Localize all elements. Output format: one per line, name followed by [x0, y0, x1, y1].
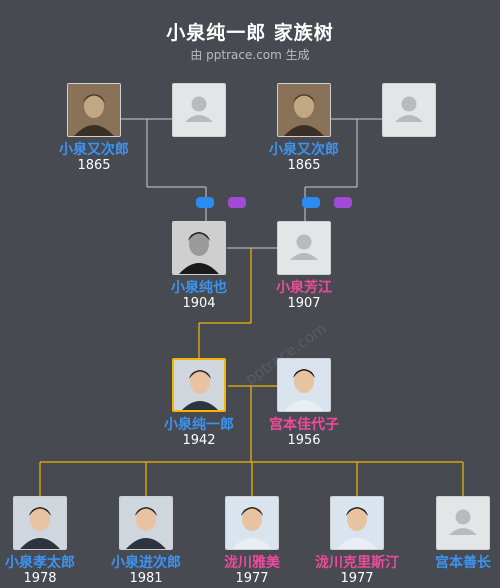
purple-toggle-badge[interactable] [228, 197, 246, 208]
person-birth-year: 1981 [129, 571, 163, 586]
person-name[interactable]: 小泉纯一郎 [164, 417, 234, 433]
page-subtitle: 由 pptrace.com 生成 [190, 48, 310, 62]
avatar-placeholder-icon[interactable] [382, 83, 436, 137]
avatar[interactable] [277, 83, 331, 137]
person-name[interactable]: 泷川雅美 [224, 555, 280, 571]
person-name[interactable]: 宫本佳代子 [269, 417, 339, 433]
avatar[interactable] [119, 496, 173, 550]
avatar[interactable] [172, 358, 226, 412]
blue-toggle-badge[interactable] [302, 197, 320, 208]
avatar-placeholder-icon[interactable] [436, 496, 490, 550]
avatar[interactable] [277, 358, 331, 412]
person-birth-year: 1942 [182, 433, 216, 448]
person-name[interactable]: 小泉芳江 [276, 280, 332, 296]
page-title: 小泉纯一郎 家族树 [166, 22, 334, 44]
person-name[interactable]: 小泉又次郎 [59, 142, 129, 158]
person-name[interactable]: 泷川克里斯汀 [315, 555, 399, 571]
person-birth-year: 1978 [23, 571, 57, 586]
person-name[interactable]: 小泉纯也 [171, 280, 227, 296]
person-birth-year: 1977 [340, 571, 374, 586]
avatar[interactable] [330, 496, 384, 550]
person-name[interactable]: 小泉进次郎 [111, 555, 181, 571]
person-birth-year: 1904 [182, 296, 216, 311]
person-birth-year: 1977 [235, 571, 269, 586]
avatar[interactable] [225, 496, 279, 550]
blue-toggle-badge[interactable] [196, 197, 214, 208]
person-birth-year: 1956 [287, 433, 321, 448]
avatar[interactable] [13, 496, 67, 550]
avatar[interactable] [67, 83, 121, 137]
person-birth-year: 1865 [77, 158, 111, 173]
person-name[interactable]: 宫本善长 [435, 555, 491, 571]
purple-toggle-badge[interactable] [334, 197, 352, 208]
person-birth-year: 1865 [287, 158, 321, 173]
person-name[interactable]: 小泉孝太郎 [5, 555, 75, 571]
avatar-placeholder-icon[interactable] [172, 83, 226, 137]
avatar-placeholder-icon[interactable] [277, 221, 331, 275]
person-name[interactable]: 小泉又次郎 [269, 142, 339, 158]
person-birth-year: 1907 [287, 296, 321, 311]
avatar[interactable] [172, 221, 226, 275]
